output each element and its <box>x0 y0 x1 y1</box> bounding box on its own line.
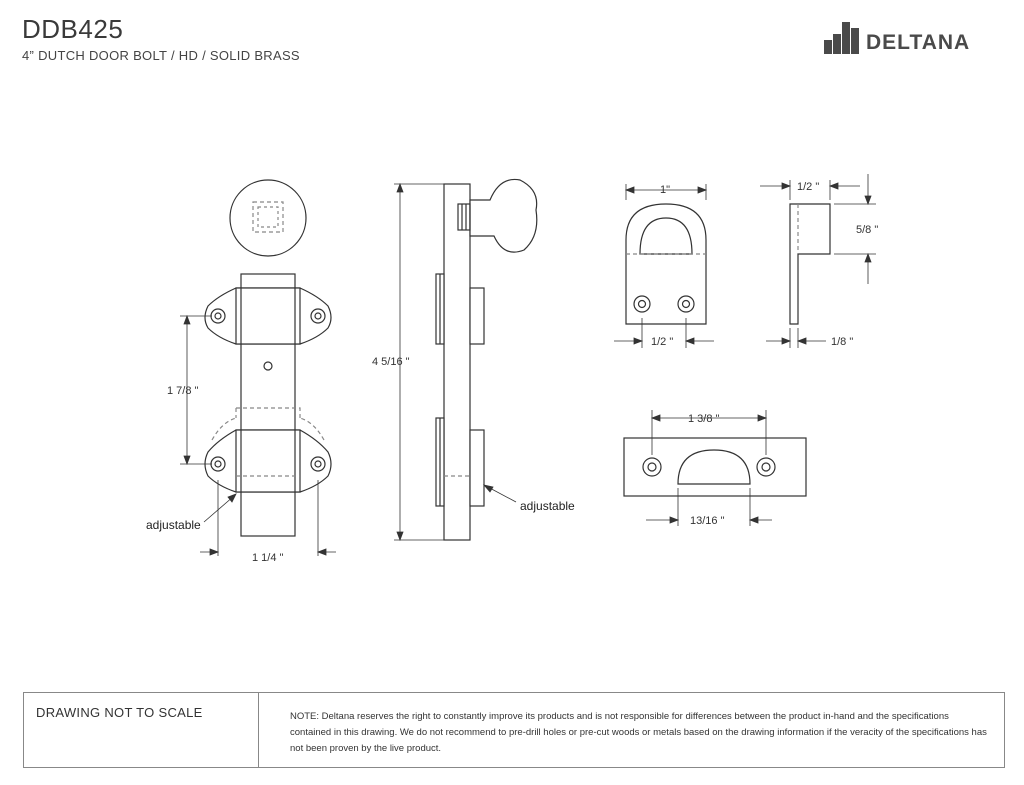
knob <box>229 179 307 257</box>
keeper-front-dim-bottom: 1/2 " <box>651 336 673 348</box>
product-code: DDB425 <box>22 14 124 44</box>
brand-name: DELTANA <box>866 31 971 54</box>
keeper-side-dim-top: 1/2 " <box>797 181 819 193</box>
side-knob <box>469 178 538 253</box>
footer-box: DRAWING NOT TO SCALE NOTE: Deltana reser… <box>23 692 1005 768</box>
shaft-hole <box>263 361 273 371</box>
front-dim-vertical: 1 7/8 " <box>167 385 199 397</box>
footer-scale-cell: DRAWING NOT TO SCALE <box>24 693 259 767</box>
keeper-side-dim-right: 5/8 " <box>856 224 878 236</box>
strike-plate <box>623 437 807 497</box>
keeper-front-dim-top: 1" <box>660 184 670 196</box>
front-view <box>204 179 332 537</box>
strike-opening <box>677 449 751 485</box>
product-description: 4” DUTCH DOOR BOLT / HD / SOLID BRASS <box>22 48 300 63</box>
strike-dim-top: 1 3/8 " <box>688 413 720 425</box>
strike-dim-bottom: 13/16 " <box>690 515 725 527</box>
side-adjustable-note: adjustable <box>520 499 575 513</box>
side-dim-height: 4 5/16 " <box>372 356 410 368</box>
scale-note: DRAWING NOT TO SCALE <box>36 705 203 720</box>
bar-blocks-icon <box>824 22 859 54</box>
technical-drawing: 1 7/8 " 1 1/4 " adjustable 4 5/16 " adju… <box>146 174 878 564</box>
front-adjustable-note: adjustable <box>146 518 201 532</box>
disclaimer-note: NOTE: Deltana reserves the right to cons… <box>290 711 987 754</box>
front-dim-horizontal: 1 1/4 " <box>252 552 284 564</box>
side-view <box>435 178 538 541</box>
keeper-front <box>625 203 707 325</box>
side-plate <box>443 183 471 541</box>
brand-logo: DELTANA <box>822 20 1012 60</box>
knob-hidden-square <box>252 201 284 233</box>
lower-guide <box>235 429 301 493</box>
upper-guide <box>235 287 301 345</box>
keeper-side-dim-bottom: 1/8 " <box>831 336 853 348</box>
keeper-side <box>789 203 831 325</box>
keeper-profile <box>789 203 831 325</box>
